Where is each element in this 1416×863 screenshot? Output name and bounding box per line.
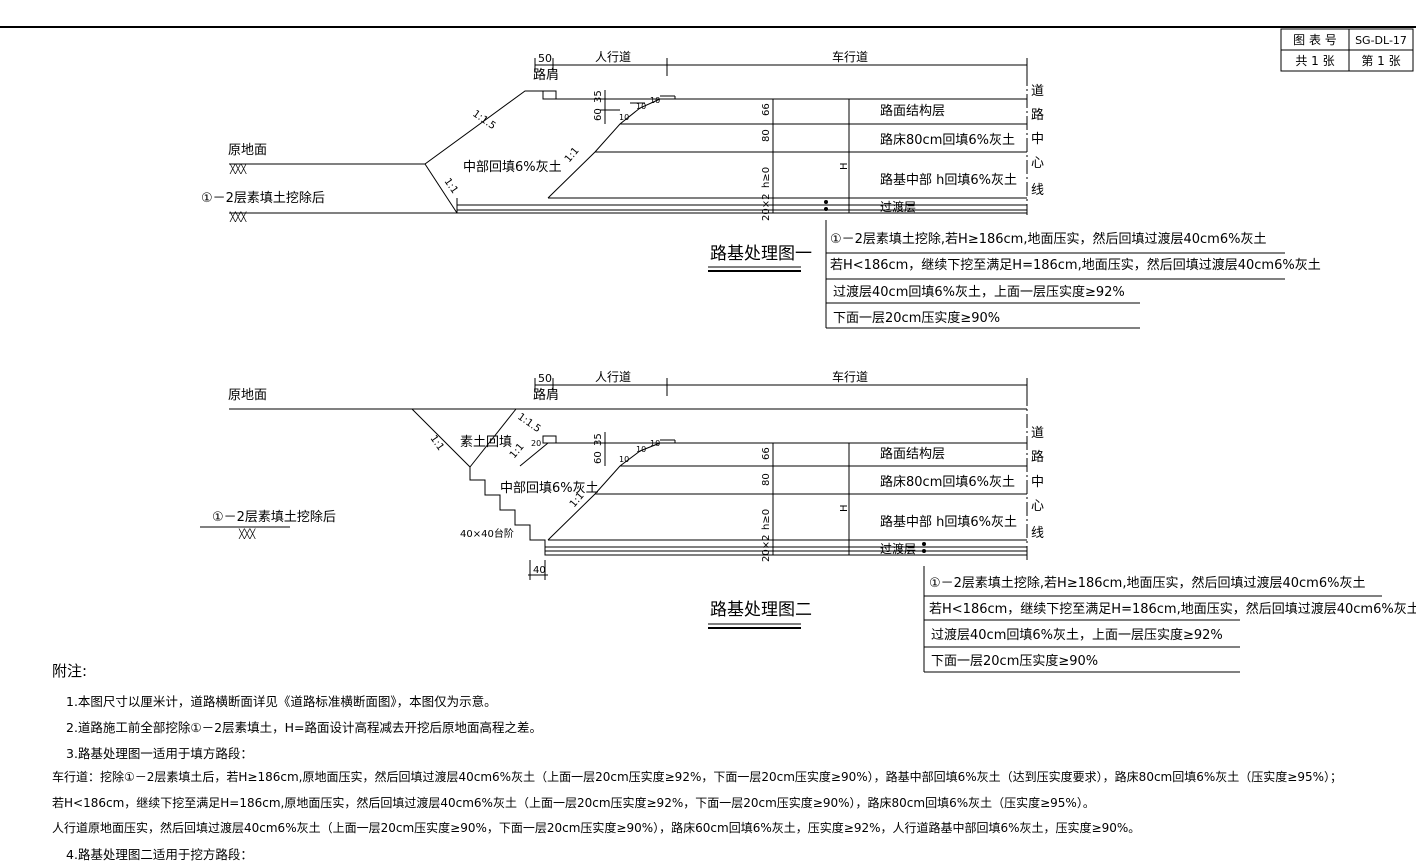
- fig2-dim-h: h≥0: [761, 509, 772, 530]
- fig1-dim-H: H: [839, 162, 850, 170]
- fig1-layer-transition: 过渡层: [880, 199, 916, 214]
- fig1-marker-1: [824, 200, 828, 204]
- fig1-hatch-2: ╳╳╳: [229, 211, 247, 223]
- fig2-hatch: ╳╳╳: [238, 528, 256, 540]
- fig1-note-3: 过渡层40cm回填6%灰土，上面一层压实度≥92%: [833, 284, 1125, 300]
- fig1-dim-35: 35: [593, 90, 604, 103]
- fig2-dim-10-c: 10: [650, 439, 660, 448]
- title-block-number: SG-DL-17: [1355, 34, 1407, 47]
- fig1-sidewalk-label: 人行道: [595, 50, 631, 64]
- svg-text:路: 路: [1031, 107, 1044, 123]
- appendix-line-1: 1.本图尺寸以厘米计，道路横断面详见《道路标准横断面图》，本图仅为示意。: [66, 694, 497, 709]
- appendix-heading: 附注:: [52, 662, 88, 680]
- fig1-dim-h: h≥0: [761, 167, 772, 188]
- fig1-dim-10-a: 10: [619, 113, 629, 122]
- fig1-note-4: 下面一层20cm压实度≥90%: [833, 310, 1000, 326]
- fig2-dim-10-b: 10: [636, 445, 646, 454]
- fig2-dim-40: 40: [533, 565, 546, 576]
- fig1-orig-ground: 原地面: [228, 143, 267, 158]
- fig2-centerline-label: 道 路 中 心 线: [1031, 426, 1044, 541]
- title-block-current: 第 1 张: [1361, 54, 1400, 68]
- fig1-lines: [229, 58, 1285, 329]
- fig1-dim-80: 80: [761, 129, 772, 142]
- svg-text:心: 心: [1031, 499, 1044, 514]
- appendix-line-7: 4.路基处理图二适用于挖方路段：: [66, 847, 253, 862]
- appendix-line-5: 若H<186cm，继续下挖至满足H=186cm,原地面压实，然后回填过渡层40c…: [52, 796, 1095, 810]
- fig1-middle-fill: 中部回填6%灰土: [463, 160, 562, 175]
- fig2-slope-1-1-a: 1:1: [428, 433, 446, 452]
- fig2-dim-H: H: [839, 504, 850, 512]
- fig2-dim-20: 20: [531, 439, 541, 448]
- fig2-bench-label: 40×40台阶: [460, 527, 514, 540]
- fig1-dim-60: 60: [593, 108, 604, 121]
- fig1-hatch-1: ╳╳╳: [229, 163, 247, 175]
- fig2-slope-1-5: 1:1.5: [515, 411, 542, 435]
- title-block-total: 共 1 张: [1295, 54, 1334, 68]
- fig1-note-2: 若H<186cm，继续下挖至满足H=186cm,地面压实，然后回填过渡层40cm…: [830, 257, 1321, 273]
- fig2-shoulder-label: 路肩: [533, 387, 559, 403]
- fig2-layer-subgrade: 路床80cm回填6%灰土: [880, 474, 1015, 490]
- fig2-plain-fill: 素土回填: [460, 435, 512, 450]
- fig1-slope-1-5: 1:1.5: [470, 108, 497, 132]
- svg-text:中: 中: [1031, 132, 1044, 147]
- fig1-dim-66: 66: [761, 103, 772, 116]
- appendix-line-6: 人行道原地面压实，然后回填过渡层40cm6%灰土（上面一层20cm压实度≥90%…: [52, 821, 1141, 835]
- appendix-line-3: 3.路基处理图一适用于填方路段：: [66, 746, 253, 761]
- fig1-centerline-label: 道 路 中 心 线: [1031, 84, 1044, 198]
- appendix-line-4: 车行道：挖除①－2层素填土后，若H≥186cm,原地面压实，然后回填过渡层40c…: [52, 770, 1343, 784]
- fig1-layer-middle: 路基中部 h回填6%灰土: [880, 172, 1017, 188]
- fig1-carriageway-label: 车行道: [832, 49, 868, 64]
- fig2-middle-fill: 中部回填6%灰土: [500, 481, 599, 496]
- svg-text:道: 道: [1031, 426, 1044, 441]
- fig1-dim-10-b: 10: [636, 102, 646, 111]
- fig1-title: 路基处理图一: [710, 244, 812, 264]
- fig1-note-1: ①－2层素填土挖除,若H≥186cm,地面压实，然后回填过渡层40cm6%灰土: [830, 231, 1266, 247]
- fig2-layer-transition: 过渡层: [880, 541, 916, 556]
- title-block: [1280, 28, 1414, 72]
- fig1-layer-pavement: 路面结构层: [880, 103, 945, 119]
- fig2-orig-ground: 原地面: [228, 388, 267, 403]
- svg-text:线: 线: [1031, 183, 1044, 198]
- fig2-sidewalk-label: 人行道: [595, 370, 631, 384]
- fig2-lines: [200, 378, 1382, 673]
- fig2-layer-pavement: 路面结构层: [880, 446, 945, 462]
- fig2-marker-2: [922, 549, 926, 553]
- fig1-after-excavation: ①－2层素填土挖除后: [201, 191, 325, 206]
- fig2-dim-20x2: 20×2: [761, 535, 772, 562]
- fig2-dim-10-a: 10: [619, 455, 629, 464]
- title-block-label: 图 表 号: [1293, 33, 1337, 47]
- fig2-note-1: ①－2层素填土挖除,若H≥186cm,地面压实，然后回填过渡层40cm6%灰土: [929, 575, 1365, 591]
- fig2-after-excavation: ①－2层素填土挖除后: [212, 510, 336, 525]
- fig1-marker-2: [824, 207, 828, 211]
- fig2-title: 路基处理图二: [710, 600, 812, 620]
- fig1-shoulder-label: 路肩: [533, 67, 559, 83]
- fig2-marker-1: [922, 542, 926, 546]
- fig1-dim-shoulder: 50: [538, 52, 552, 65]
- svg-text:路: 路: [1031, 449, 1044, 465]
- svg-text:中: 中: [1031, 475, 1044, 490]
- svg-text:心: 心: [1031, 156, 1044, 171]
- fig1-dim-10-c: 10: [650, 96, 660, 105]
- svg-text:道: 道: [1031, 84, 1044, 99]
- fig1-layer-subgrade: 路床80cm回填6%灰土: [880, 132, 1015, 148]
- fig2-dim-66: 66: [761, 447, 772, 460]
- fig2-dim-35: 35: [593, 433, 604, 446]
- fig2-carriageway-label: 车行道: [832, 369, 868, 384]
- fig1-dim-20x2: 20×2: [761, 194, 772, 221]
- fig2-dim-80: 80: [761, 473, 772, 486]
- appendix-line-2: 2.道路施工前全部挖除①－2层素填土，H=路面设计高程减去开挖后原地面高程之差。: [66, 720, 542, 735]
- fig2-layer-middle: 路基中部 h回填6%灰土: [880, 514, 1017, 530]
- fig2-note-4: 下面一层20cm压实度≥90%: [931, 653, 1098, 669]
- fig2-dim-60: 60: [593, 451, 604, 464]
- fig1-slope-1-1-b: 1:1: [563, 146, 582, 165]
- fig2-note-2: 若H<186cm，继续下挖至满足H=186cm,地面压实，然后回填过渡层40cm…: [929, 601, 1416, 617]
- fig2-note-3: 过渡层40cm回填6%灰土，上面一层压实度≥92%: [931, 627, 1223, 643]
- fig2-dim-shoulder: 50: [538, 372, 552, 385]
- svg-text:线: 线: [1031, 526, 1044, 541]
